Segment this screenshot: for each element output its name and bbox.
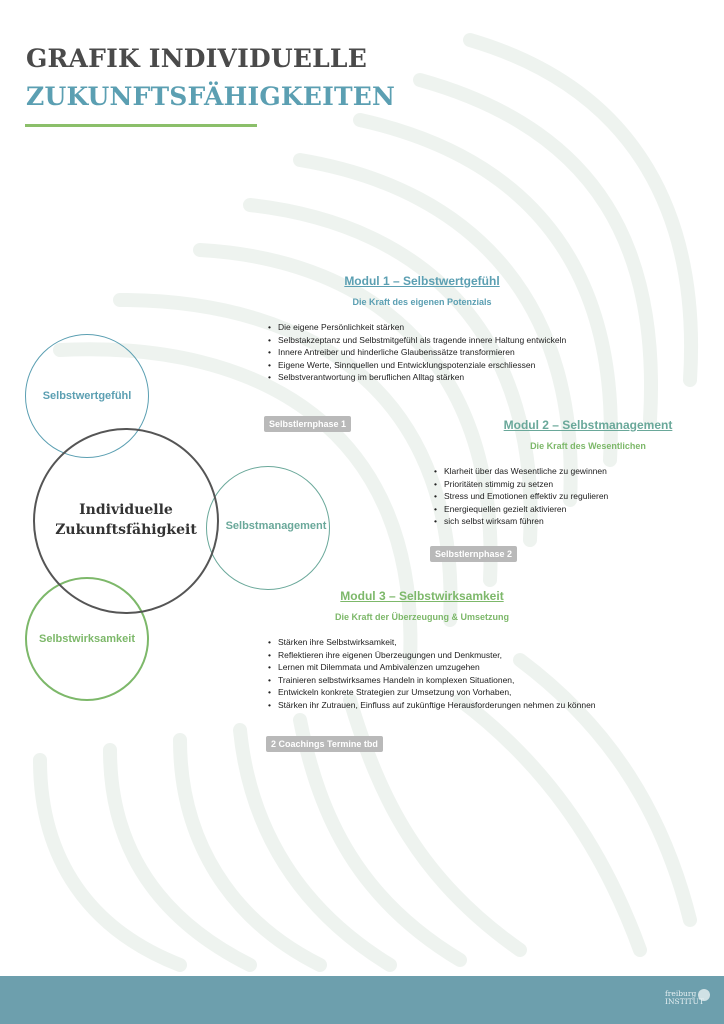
module-2-heading: Modul 2 – Selbstmanagement Die Kraft des… xyxy=(488,418,688,451)
list-item: Stärken ihre Selbstwirksamkeit, xyxy=(268,636,598,649)
list-item: Entwickeln konkrete Strategien zur Umset… xyxy=(268,686,598,699)
module-2-badge: Selbstlernphase 2 xyxy=(430,546,518,562)
module-1-title: Modul 1 – Selbstwertgefühl xyxy=(344,274,500,288)
label-selbstwirksamkeit: Selbstwirksamkeit xyxy=(39,633,135,645)
module-2-list: Klarheit über das Wesentliche zu gewinne… xyxy=(432,465,684,528)
list-item: Stress und Emotionen effektiv zu regulie… xyxy=(434,490,684,503)
module-2-subtitle: Die Kraft des Wesentlichen xyxy=(530,441,646,451)
list-item: Prioritäten stimmig zu setzen xyxy=(434,478,684,491)
list-item: Trainieren selbstwirksames Handeln in ko… xyxy=(268,674,598,687)
footer-bar xyxy=(0,976,724,1024)
logo-line1: freiburg xyxy=(665,989,697,998)
logo-line2: INSTITUT xyxy=(665,997,704,1006)
module-3-subtitle: Die Kraft der Überzeugung & Umsetzung xyxy=(334,612,509,622)
module-2-title: Modul 2 – Selbstmanagement xyxy=(503,418,673,432)
module-3-heading: Modul 3 – Selbstwirksamkeit Die Kraft de… xyxy=(322,589,522,622)
module-1-badge: Selbstlernphase 1 xyxy=(264,416,352,432)
list-item: Innere Antreiber und hinderliche Glauben… xyxy=(268,346,578,359)
label-selbstmanagement: Selbstmanagement xyxy=(225,520,327,532)
list-item: Energiequellen gezielt aktivieren xyxy=(434,503,684,516)
module-1-heading: Modul 1 – Selbstwertgefühl Die Kraft des… xyxy=(322,274,522,307)
footer-logo: freiburg INSTITUT xyxy=(665,990,704,1006)
list-item: Eigene Werte, Sinnquellen und Entwicklun… xyxy=(268,359,578,372)
list-item: sich selbst wirksam führen xyxy=(434,515,684,528)
circle-individuelle-zukunftsfaehigkeit xyxy=(33,428,219,614)
list-item: Klarheit über das Wesentliche zu gewinne… xyxy=(434,465,684,478)
module-3-title: Modul 3 – Selbstwirksamkeit xyxy=(340,589,504,603)
list-item: Die eigene Persönlichkeit stärken xyxy=(268,321,578,334)
list-item: Reflektieren ihre eigenen Überzeugungen … xyxy=(268,649,598,662)
label-selbstwertgefuehl: Selbstwertgefühl xyxy=(42,390,132,402)
label-center: Individuelle Zukunftsfähigkeit xyxy=(55,502,197,538)
module-3-list: Stärken ihre Selbstwirksamkeit, Reflekti… xyxy=(266,636,598,712)
list-item: Stärken ihr Zutrauen, Einfluss auf zukün… xyxy=(268,699,598,712)
list-item: Selbstakzeptanz und Selbstmitgefühl als … xyxy=(268,334,578,347)
title-underline xyxy=(25,124,257,127)
page-title-line1: GRAFIK INDIVIDUELLE xyxy=(26,44,367,73)
logo-icon xyxy=(698,989,710,1001)
module-3-badge: 2 Coachings Termine tbd xyxy=(266,736,383,752)
module-1-list: Die eigene Persönlichkeit stärken Selbst… xyxy=(266,321,578,384)
page-title-line2: ZUKUNFTSFÄHIGKEITEN xyxy=(26,82,396,111)
list-item: Selbstverantwortung im beruflichen Allta… xyxy=(268,371,578,384)
module-1-subtitle: Die Kraft des eigenen Potenzials xyxy=(352,297,492,307)
list-item: Lernen mit Dilemmata und Ambivalenzen um… xyxy=(268,661,598,674)
